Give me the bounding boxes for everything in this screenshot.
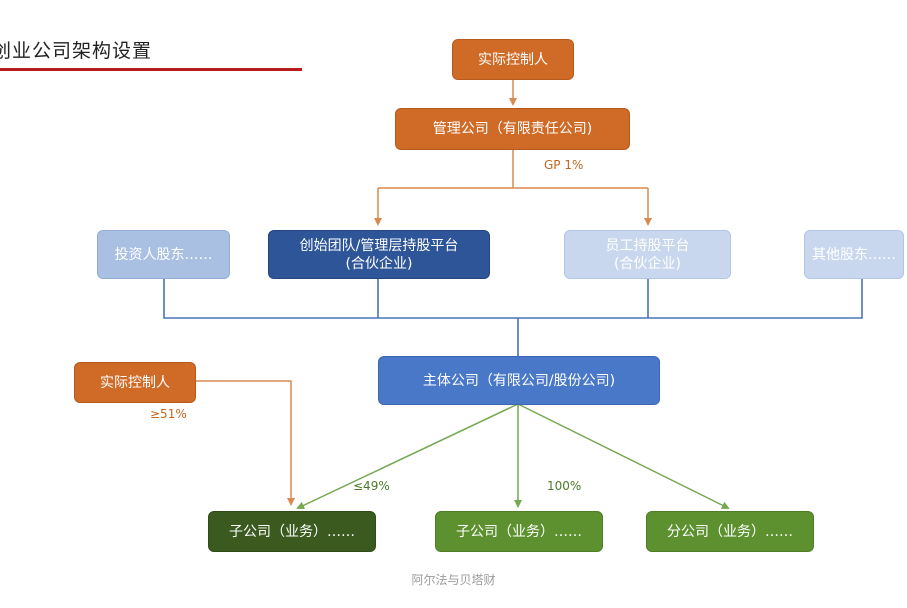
management-company-label: 管理公司（有限责任公司): [432, 121, 593, 137]
branch-label: 分公司（业务）……: [667, 523, 793, 540]
footer-watermark: 阿尔法与贝塔财: [411, 573, 496, 587]
arrow-gp-split: [378, 150, 648, 189]
controller-top-label: 实际控制人: [478, 51, 548, 68]
title-underline: [0, 68, 302, 71]
gp-label: GP 1%: [544, 158, 584, 172]
diagram-title: 创业公司架构设置: [0, 40, 153, 62]
subsidiary-1-node: 子公司（业务）……: [208, 511, 376, 552]
line-shareholders-bus: [163, 279, 863, 356]
founding-platform-node: 创始团队/管理层持股平台 (合伙企业): [268, 230, 490, 279]
pct100-label: 100%: [547, 479, 582, 493]
controller-left-node: 实际控制人: [74, 362, 196, 403]
le49-label: ≤49%: [353, 479, 390, 493]
arrow-controller-to-subsidiary: [196, 380, 295, 506]
employee-platform-line2: (合伙企业): [614, 255, 681, 272]
subsidiary-2-node: 子公司（业务）……: [435, 511, 603, 552]
controller-left-label: 实际控制人: [100, 374, 170, 391]
main-company-node: 主体公司（有限公司/股份公司): [378, 356, 660, 405]
investor-label: 投资人股东……: [114, 246, 213, 263]
controller-top-node: 实际控制人: [452, 39, 574, 80]
arrow-main-to-branch: [517, 403, 730, 509]
other-shareholders-node: 其他股东……: [804, 230, 904, 279]
main-company-label: 主体公司（有限公司/股份公司): [422, 372, 616, 389]
employee-platform-node: 员工持股平台 (合伙企业): [564, 230, 731, 279]
subsidiary-2-label: 子公司（业务）……: [456, 523, 582, 540]
founding-platform-line2: (合伙企业): [345, 255, 413, 272]
subsidiary-1-label: 子公司（业务）……: [229, 523, 355, 540]
ge51-label: ≥51%: [150, 407, 187, 421]
investor-node: 投资人股东……: [97, 230, 230, 279]
arrow-main-to-subsidiary-1: [296, 403, 519, 510]
founding-platform-line1: 创始团队/管理层持股平台: [299, 237, 459, 254]
branch-node: 分公司（业务）……: [646, 511, 814, 552]
management-company-node: 管理公司（有限责任公司): [395, 108, 630, 150]
employee-platform-line1: 员工持股平台: [605, 237, 690, 254]
other-shareholders-label: 其他股东……: [812, 246, 896, 263]
